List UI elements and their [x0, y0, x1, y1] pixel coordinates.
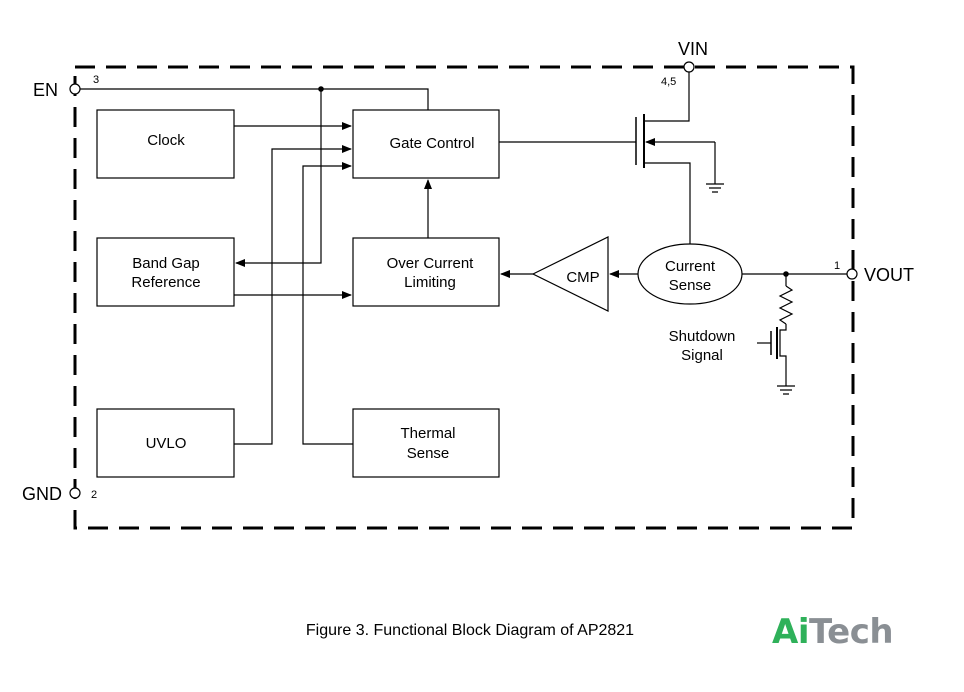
over-current-block: [352, 237, 500, 307]
en-pin-number: 3: [93, 74, 99, 86]
gnd-pin: [69, 487, 81, 499]
uvlo-label: UVLO: [146, 435, 187, 452]
vout-pin: [846, 268, 858, 280]
figure-caption: Figure 3. Functional Block Diagram of AP…: [305, 622, 635, 639]
gate-control-block: [352, 109, 500, 179]
mosfet-source-wire: [644, 162, 691, 244]
current-sense-label-line1: Current: [665, 258, 716, 275]
aitech-logo: AiTech: [772, 612, 894, 652]
pulldown-resistor: [778, 285, 794, 325]
vin-pin: [683, 61, 695, 73]
thermal-sense-block: [352, 408, 500, 478]
vout-pin-number: 1: [834, 260, 840, 272]
cmp-comparator: [531, 236, 609, 312]
band-gap-label-line1: Band Gap: [132, 255, 200, 272]
thermal-label-line1: Thermal: [400, 425, 455, 442]
en-pin: [69, 83, 81, 95]
shutdown-label-line2: Signal: [681, 347, 723, 364]
thermal-to-gate-wire: [302, 162, 353, 445]
band-gap-block: [96, 237, 235, 307]
clock-label: Clock: [147, 132, 185, 149]
vin-pin-number: 4,5: [661, 76, 676, 88]
thermal-label-line2: Sense: [407, 445, 450, 462]
vin-pin-label: VIN: [678, 39, 708, 59]
resistor-wire-bottom: [779, 324, 787, 386]
uvlo-to-gate-wire: [234, 145, 352, 445]
clock-block: [96, 109, 235, 179]
en-wire: [80, 88, 429, 110]
gnd-pin-number: 2: [91, 489, 97, 501]
logo-part-ai: Ai: [772, 612, 809, 652]
gate-control-label: Gate Control: [389, 135, 474, 152]
cmp-label: CMP: [566, 269, 599, 286]
uvlo-block: [96, 408, 235, 478]
en-pin-label: EN: [33, 80, 58, 100]
mosfet-ground-symbol: [706, 183, 724, 193]
band-gap-label-line2: Reference: [131, 274, 200, 291]
package-outline: [73, 65, 855, 530]
en-to-bandgap-wire: [235, 89, 322, 267]
mosfet-drain-wire: [644, 72, 690, 122]
gnd-pin-label: GND: [22, 484, 62, 504]
current-sense-label-line2: Sense: [669, 277, 712, 294]
vout-pin-label: VOUT: [864, 265, 914, 285]
over-current-label-line2: Limiting: [404, 274, 456, 291]
shutdown-ground-symbol: [777, 385, 795, 395]
over-current-label-line1: Over Current: [387, 255, 475, 272]
shutdown-label-line1: Shutdown: [669, 328, 736, 345]
logo-part-tech: Tech: [808, 612, 894, 652]
